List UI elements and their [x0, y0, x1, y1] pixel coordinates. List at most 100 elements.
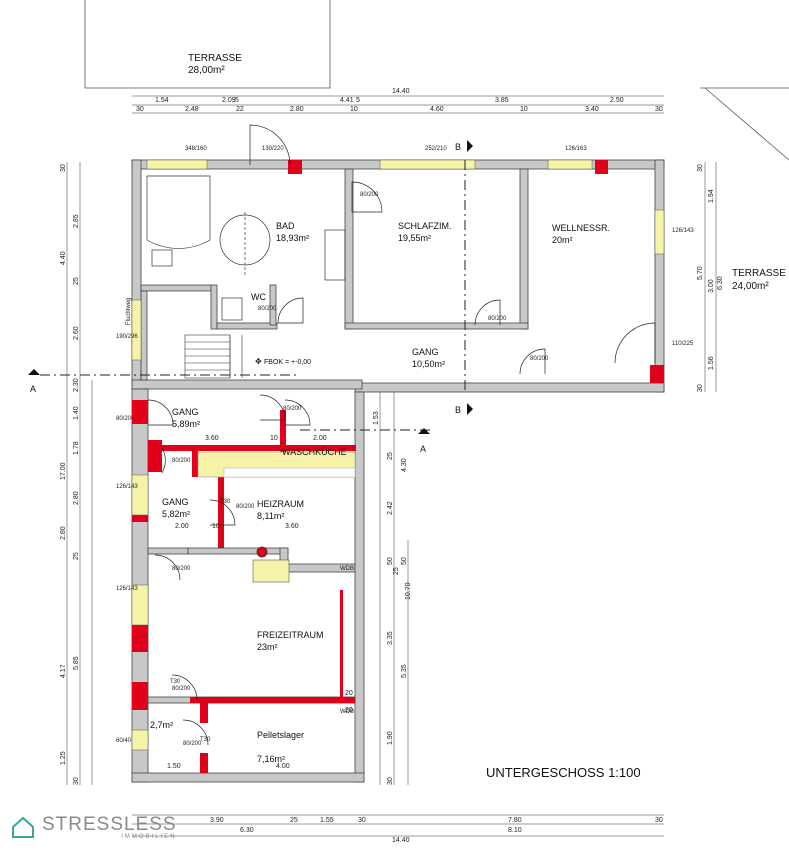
svg-text:T30: T30 — [170, 679, 181, 685]
dims-right: 30 1.94 5.70 3.00 6.30 1.56 30 — [697, 164, 724, 392]
svg-text:2.42: 2.42 — [387, 501, 394, 515]
room-gang-upper-area: 10,50m² — [412, 359, 445, 369]
svg-text:348/160: 348/160 — [185, 146, 207, 152]
room-freizeit-area: 23m² — [257, 642, 278, 652]
svg-text:126/143: 126/143 — [672, 228, 694, 234]
svg-text:2.30: 2.30 — [73, 378, 80, 392]
chimney-icon — [256, 546, 268, 558]
svg-text:25: 25 — [387, 452, 394, 460]
logo-name: STRESSLESS — [42, 814, 177, 835]
dims-bottom: 3.90 25 1.55 30 7.80 30 6.30 8.10 14.40 — [210, 817, 663, 844]
svg-text:5: 5 — [356, 97, 360, 104]
svg-text:1.53: 1.53 — [373, 411, 380, 425]
logo-sub: IMMOBILIEN — [121, 834, 177, 840]
room-wellness-name: WELLNESSR. — [552, 223, 610, 233]
svg-text:2.09: 2.09 — [222, 97, 236, 104]
svg-text:126/143: 126/143 — [116, 586, 138, 592]
room-bad-area: 18,93m² — [276, 233, 309, 243]
room-pellets-area: 7,16m² — [257, 754, 285, 764]
fire-tags: T30 T30 T30 — [170, 499, 231, 743]
svg-text:3.00: 3.00 — [708, 279, 715, 293]
svg-text:3.60: 3.60 — [285, 523, 299, 530]
svg-text:20: 20 — [345, 690, 353, 697]
svg-text:4.40: 4.40 — [60, 251, 67, 265]
svg-text:2.60: 2.60 — [73, 326, 80, 340]
svg-text:3.60: 3.60 — [205, 435, 219, 442]
svg-text:5.35: 5.35 — [401, 664, 408, 678]
svg-text:1.54: 1.54 — [155, 97, 169, 104]
logo-house-icon — [12, 816, 34, 838]
svg-text:1.25: 1.25 — [60, 751, 67, 765]
svg-text:1.56: 1.56 — [708, 356, 715, 370]
stair-note: Fluchtweg — [126, 298, 132, 325]
room-heizraum-name: HEIZRAUM — [257, 499, 304, 509]
svg-text:2.50: 2.50 — [610, 97, 624, 104]
dimension-lines — [66, 95, 717, 837]
svg-text:30: 30 — [697, 384, 704, 392]
fbok-label: FBOK = +-0,00 — [264, 359, 311, 366]
section-b-bottom: B — [455, 405, 461, 415]
svg-text:22: 22 — [236, 106, 244, 113]
svg-text:30: 30 — [136, 106, 144, 113]
svg-text:1.94: 1.94 — [708, 189, 715, 203]
dims-mid: 1.53 25 4.30 2.42 50 25 50 10.70 3.35 5.… — [373, 411, 412, 785]
svg-text:50: 50 — [387, 557, 394, 565]
terrace-top-area: 28,00m² — [188, 65, 225, 76]
room-gang-2-name: GANG — [162, 497, 189, 507]
dims-inner: 3.60 10 2.00 2.00 10 3.60 1.50 4.00 20 2… — [167, 435, 353, 770]
svg-text:1.40: 1.40 — [73, 406, 80, 420]
svg-text:1.90: 1.90 — [387, 731, 394, 745]
svg-text:14.40: 14.40 — [392, 88, 410, 95]
svg-text:126/163: 126/163 — [565, 146, 587, 152]
terrace-right-area: 24,00m² — [732, 281, 769, 292]
svg-text:130/220: 130/220 — [262, 146, 284, 152]
svg-text:4.41: 4.41 — [340, 97, 354, 104]
window-tags: 348/160 130/220 252/210 126/163 126/143 … — [116, 146, 694, 744]
terrace-outline-top — [84, 0, 331, 89]
svg-text:80/200: 80/200 — [172, 686, 191, 692]
svg-text:4.60: 4.60 — [430, 106, 444, 113]
svg-text:2.48: 2.48 — [185, 106, 199, 113]
svg-text:80/200: 80/200 — [360, 192, 379, 198]
svg-text:25: 25 — [73, 552, 80, 560]
svg-text:30: 30 — [73, 777, 80, 785]
svg-text:10: 10 — [350, 106, 358, 113]
svg-text:3.35: 3.35 — [387, 631, 394, 645]
svg-text:25: 25 — [393, 567, 400, 575]
svg-text:8.10: 8.10 — [508, 827, 522, 834]
svg-text:4.30: 4.30 — [401, 458, 408, 472]
svg-text:25: 25 — [290, 817, 298, 824]
svg-text:2.00: 2.00 — [175, 523, 189, 530]
svg-text:4.17: 4.17 — [60, 664, 67, 678]
svg-text:2.80: 2.80 — [290, 106, 304, 113]
svg-text:30: 30 — [358, 817, 366, 824]
svg-text:50: 50 — [401, 557, 408, 565]
room-wellness-area: 20m² — [552, 235, 573, 245]
logo: STRESSLESS IMMOBILIEN — [10, 814, 177, 840]
svg-text:80/200: 80/200 — [172, 566, 191, 572]
room-schlafzim-name: SCHLAFZIM. — [398, 221, 452, 231]
svg-text:20: 20 — [345, 707, 353, 714]
waschkueche-floor — [223, 467, 356, 478]
svg-text:30: 30 — [655, 106, 663, 113]
svg-text:1.78: 1.78 — [73, 441, 80, 455]
svg-text:80/200: 80/200 — [283, 406, 302, 412]
room-freizeit-name: FREIZEITRAUM — [257, 630, 324, 640]
svg-text:25: 25 — [73, 277, 80, 285]
room-schlafzim-area: 19,55m² — [398, 233, 431, 243]
room-bad-name: BAD — [276, 221, 295, 231]
svg-text:5.85: 5.85 — [73, 656, 80, 670]
svg-text:190/296: 190/296 — [116, 334, 138, 340]
terrace-outline-right — [704, 87, 789, 161]
svg-text:T30: T30 — [200, 737, 211, 743]
svg-text:6.30: 6.30 — [717, 276, 724, 290]
svg-text:60/40: 60/40 — [116, 738, 132, 744]
room-gang-upper-name: GANG — [412, 347, 439, 357]
svg-text:3.40: 3.40 — [585, 106, 599, 113]
room-gang-1-area: 5,89m² — [172, 419, 200, 429]
svg-text:4.00: 4.00 — [276, 763, 290, 770]
svg-text:80/200: 80/200 — [236, 504, 255, 510]
svg-text:3.90: 3.90 — [210, 817, 224, 824]
svg-text:6.30: 6.30 — [240, 827, 254, 834]
